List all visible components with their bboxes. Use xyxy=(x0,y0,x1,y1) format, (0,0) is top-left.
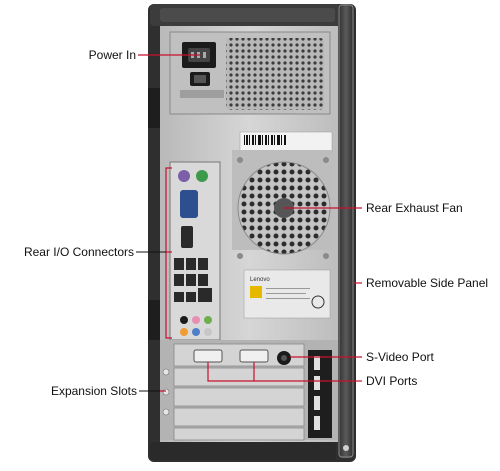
dvi-port-2 xyxy=(239,349,269,363)
ethernet-port xyxy=(198,288,212,302)
label-expansion-slots: Expansion Slots xyxy=(50,384,137,398)
ps2-mouse-icon xyxy=(178,170,190,182)
label-rear-exhaust-fan: Rear Exhaust Fan xyxy=(366,201,463,215)
usb-ports xyxy=(174,258,208,302)
callout-lines xyxy=(138,54,362,392)
ps2-keyboard-icon xyxy=(196,170,208,182)
label-removable-side-panel: Removable Side Panel xyxy=(366,276,489,290)
lenovo-logo-text: Lenovo xyxy=(250,277,270,283)
label-power-in: Power In xyxy=(88,48,136,62)
label-svideo-port: S-Video Port xyxy=(366,350,434,364)
label-dvi-ports: DVI Ports xyxy=(366,374,418,388)
psu-vent-grille xyxy=(226,38,324,110)
callout-bracket-rear-io xyxy=(165,167,172,339)
thumbscrew-icon xyxy=(343,445,349,451)
label-rear-io-connectors: Rear I/O Connectors xyxy=(23,245,134,259)
callout-bracket-dvi xyxy=(207,362,356,382)
audio-jack-icon xyxy=(180,316,188,324)
vga-port xyxy=(180,190,198,218)
io-shield xyxy=(169,161,221,341)
dvi-port-1 xyxy=(193,349,223,363)
removable-side-panel xyxy=(338,4,354,458)
